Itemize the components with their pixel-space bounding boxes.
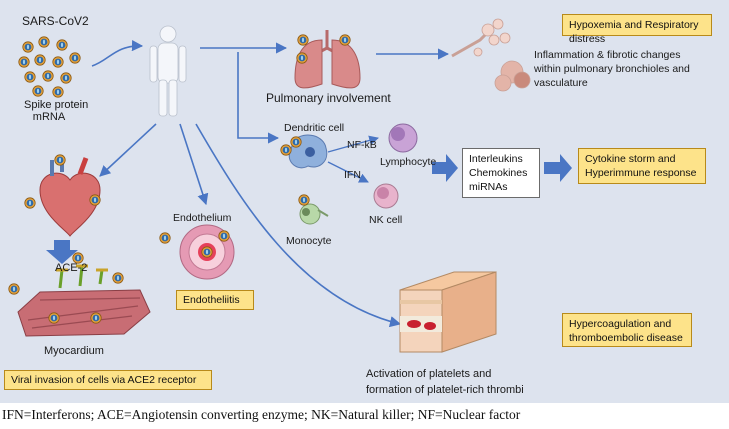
nk-cell-label: NK cell <box>369 214 403 226</box>
heart-image <box>39 156 101 237</box>
block-arrow-heart-to-myocardium <box>46 240 78 264</box>
block-arrow-to-mediators <box>432 154 458 182</box>
block-arrow-to-storm <box>544 154 572 182</box>
viral-invasion-box: Viral invasion of cells via ACE2 recepto… <box>4 370 212 390</box>
mediators-box: Interleukins Chemokines miRNAs <box>462 148 540 198</box>
inflammation-desc: Inflammation & fibrotic changes within p… <box>534 49 690 89</box>
arrow-body-to-immune <box>237 52 280 144</box>
monocyte-image <box>299 203 329 225</box>
ace2-label: ACE-2 <box>55 262 88 274</box>
bronchioles-image <box>451 18 531 92</box>
footnote: IFN=Interferons; ACE=Angiotensin convert… <box>2 407 521 422</box>
human-figure <box>149 25 187 117</box>
dendritic-label: Dendritic cell <box>284 122 345 134</box>
ifn-label: IFN <box>344 169 361 181</box>
endothelium-label: Endothelium <box>173 212 232 224</box>
illustration <box>8 18 572 353</box>
hypercoagulation-box: Hypercoagulation and thromboembolic dise… <box>562 313 692 347</box>
platelet-activation-desc: Activation of platelets and formation of… <box>366 368 524 396</box>
endotheliitis-box: Endotheliitis <box>176 290 254 310</box>
arrow-body-to-vessel <box>195 123 402 328</box>
spike-protein-label: Spike protein mRNA <box>24 99 89 123</box>
virus-cluster <box>18 36 81 98</box>
pulmonary-label: Pulmonary involvement <box>266 91 391 105</box>
arrow-body-to-heart <box>99 123 157 177</box>
arrow-body-to-endothelium <box>179 123 209 206</box>
myocardium-label: Myocardium <box>44 345 104 357</box>
arrow-virus-to-body <box>91 40 144 67</box>
nk-cell-image <box>373 183 399 209</box>
cytokine-storm-box: Cytokine storm and Hyperimmune response <box>578 148 706 184</box>
lymphocyte-image <box>388 123 418 153</box>
hypoxemia-box: Hypoxemia and Respiratory distress <box>562 14 712 45</box>
monocyte-label: Monocyte <box>286 235 332 247</box>
nfkb-label: NF-kB <box>347 139 377 151</box>
virus-name: SARS-CoV2 <box>22 14 89 28</box>
lungs-image <box>294 30 361 89</box>
vessel-cross-section-image <box>399 271 497 353</box>
lymphocyte-label: Lymphocyte <box>380 156 437 168</box>
myocardium-image <box>17 264 151 337</box>
